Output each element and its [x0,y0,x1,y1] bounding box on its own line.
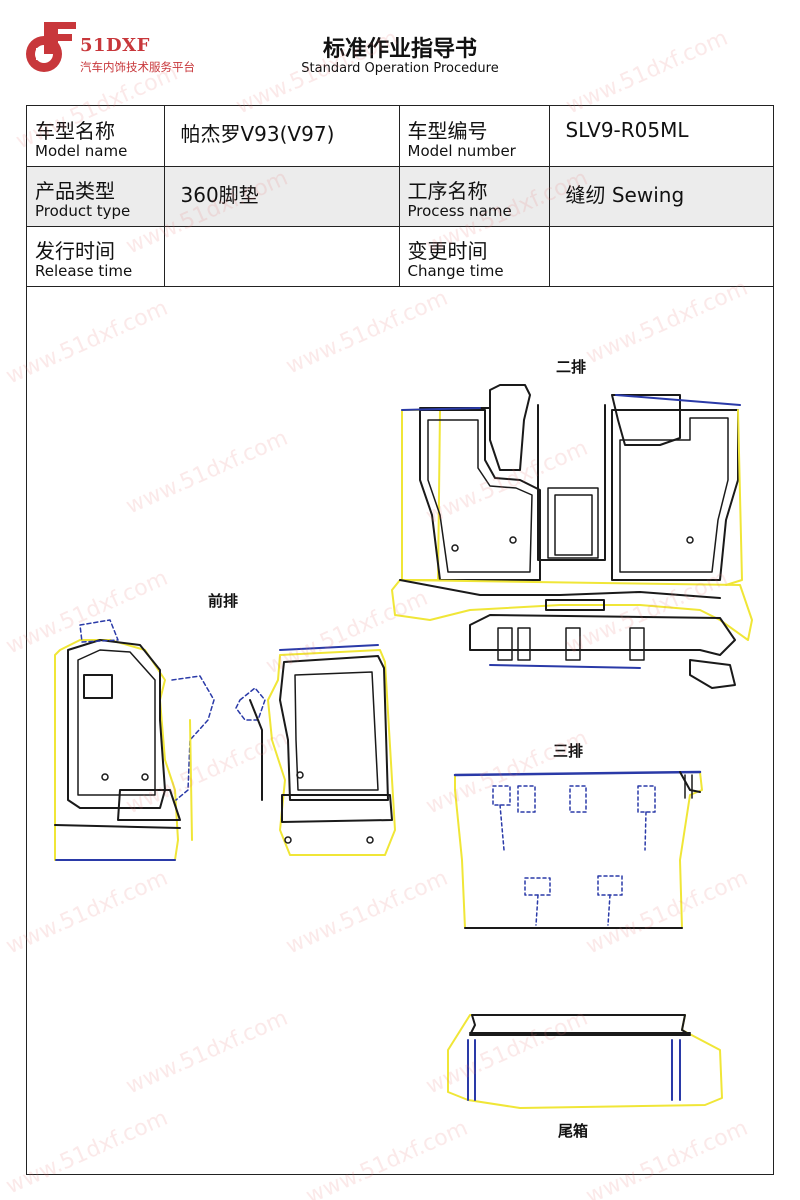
process-name-value: 缝纫 Sewing [548,165,773,227]
change-time-value [548,225,773,287]
second-row-label: 二排 [556,358,587,376]
floor-mat-diagram [54,384,753,1109]
trunk-label: 尾箱 [558,1122,589,1140]
document-title: 标准作业指导书 [322,37,477,62]
front-row-mat [54,619,396,861]
pattern-drawing: 二排 前排 三排 尾箱 [26,288,774,1175]
release-time-value [163,225,400,287]
front-row-label: 前排 [208,592,239,610]
model-name-value: 帕杰罗V93(V97) [163,106,400,167]
third-row-mat [453,770,703,929]
document-subtitle: Standard Operation Procedure [301,61,499,76]
trunk-mat [447,1014,723,1109]
brand-logo-icon [26,22,76,72]
brand-subtitle: 汽车内饰技术服务平台 [80,60,195,74]
page-header: 51DXF 汽车内饰技术服务平台 标准作业指导书 Standard Operat… [0,0,800,100]
product-type-value: 360脚垫 [163,165,400,227]
second-row-mat [391,384,753,689]
model-number-value: SLV9-R05ML [548,106,773,167]
brand-name: 51DXF [80,35,150,56]
third-row-label: 三排 [553,742,584,760]
